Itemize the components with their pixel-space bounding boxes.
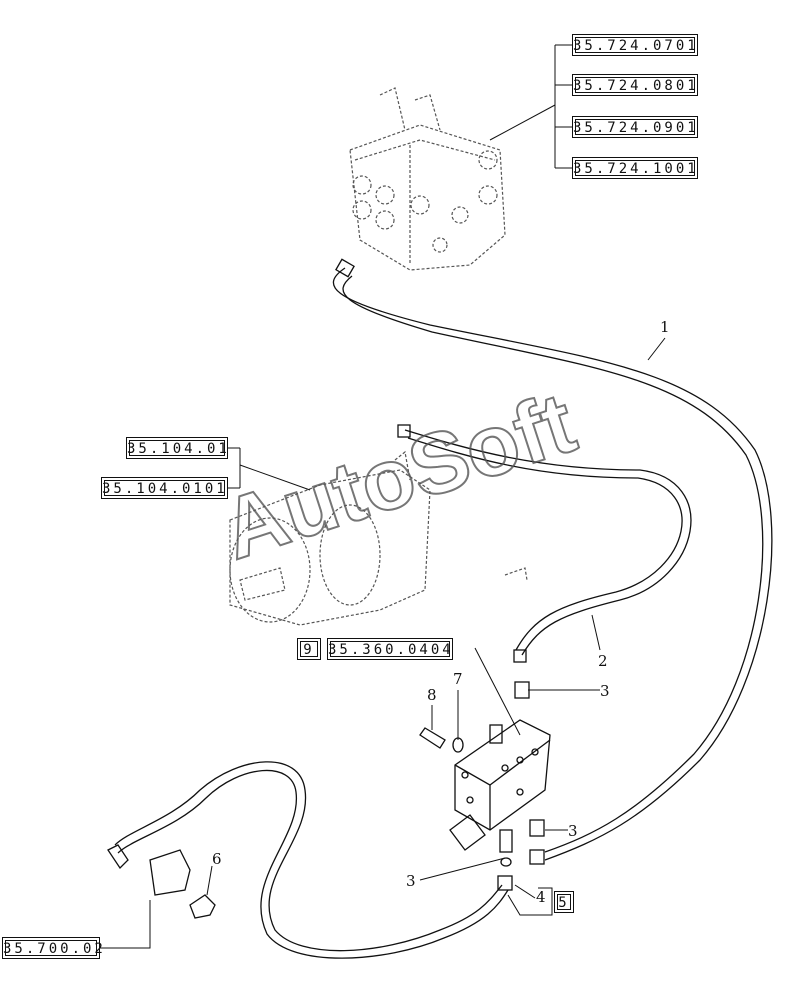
valve-block xyxy=(449,719,551,851)
small-parts xyxy=(107,681,545,919)
ref-label: 35.724.0801 xyxy=(573,78,699,94)
control-valve-assembly xyxy=(349,87,506,271)
hose-1 xyxy=(332,258,773,861)
ref-box-35-360-0404[interactable]: 35.360.0404 xyxy=(327,638,453,660)
ref-label: 35.700.02 xyxy=(3,941,106,957)
ref-label: 35.360.0404 xyxy=(328,642,454,658)
ref-box-35-724-0901[interactable]: 35.724.0901 xyxy=(572,116,698,138)
ref-label: 35.104.01 xyxy=(127,441,230,457)
ref-box-35-724-0801[interactable]: 35.724.0801 xyxy=(572,74,698,96)
ref-label: 9 xyxy=(303,642,315,658)
callout-8: 8 xyxy=(427,686,437,704)
callout-4: 4 xyxy=(536,888,546,906)
hose-lower xyxy=(114,761,509,959)
leader-lines xyxy=(100,44,666,949)
callout-3: 3 xyxy=(406,872,416,890)
ref-label: 35.104.0101 xyxy=(102,481,228,497)
hose-2 xyxy=(397,424,692,663)
ref-box-35-724-1001[interactable]: 35.724.1001 xyxy=(572,157,698,179)
callout-3: 3 xyxy=(568,822,578,840)
ref-box-9[interactable]: 9 xyxy=(297,638,321,660)
ref-box-35-104-0101[interactable]: 35.104.0101 xyxy=(101,477,228,499)
callout-3: 3 xyxy=(600,682,610,700)
callout-7: 7 xyxy=(453,670,463,688)
ref-label: 5 xyxy=(558,895,570,911)
ref-box-35-700-02[interactable]: 35.700.02 xyxy=(2,937,103,959)
watermark-text: AutoSoft xyxy=(211,375,586,578)
ref-box-35-104-01[interactable]: 35.104.01 xyxy=(126,437,228,459)
callout-1: 1 xyxy=(660,318,670,336)
ref-label: 35.724.0701 xyxy=(573,38,699,54)
ref-label: 35.724.0901 xyxy=(573,120,699,136)
callout-6: 6 xyxy=(212,850,222,868)
ref-box-5[interactable]: 5 xyxy=(554,891,574,913)
callout-2: 2 xyxy=(598,652,608,670)
hydraulic-pump-assembly xyxy=(229,450,528,626)
ref-box-35-724-0701[interactable]: 35.724.0701 xyxy=(572,34,698,56)
ref-label: 35.724.1001 xyxy=(573,161,699,177)
